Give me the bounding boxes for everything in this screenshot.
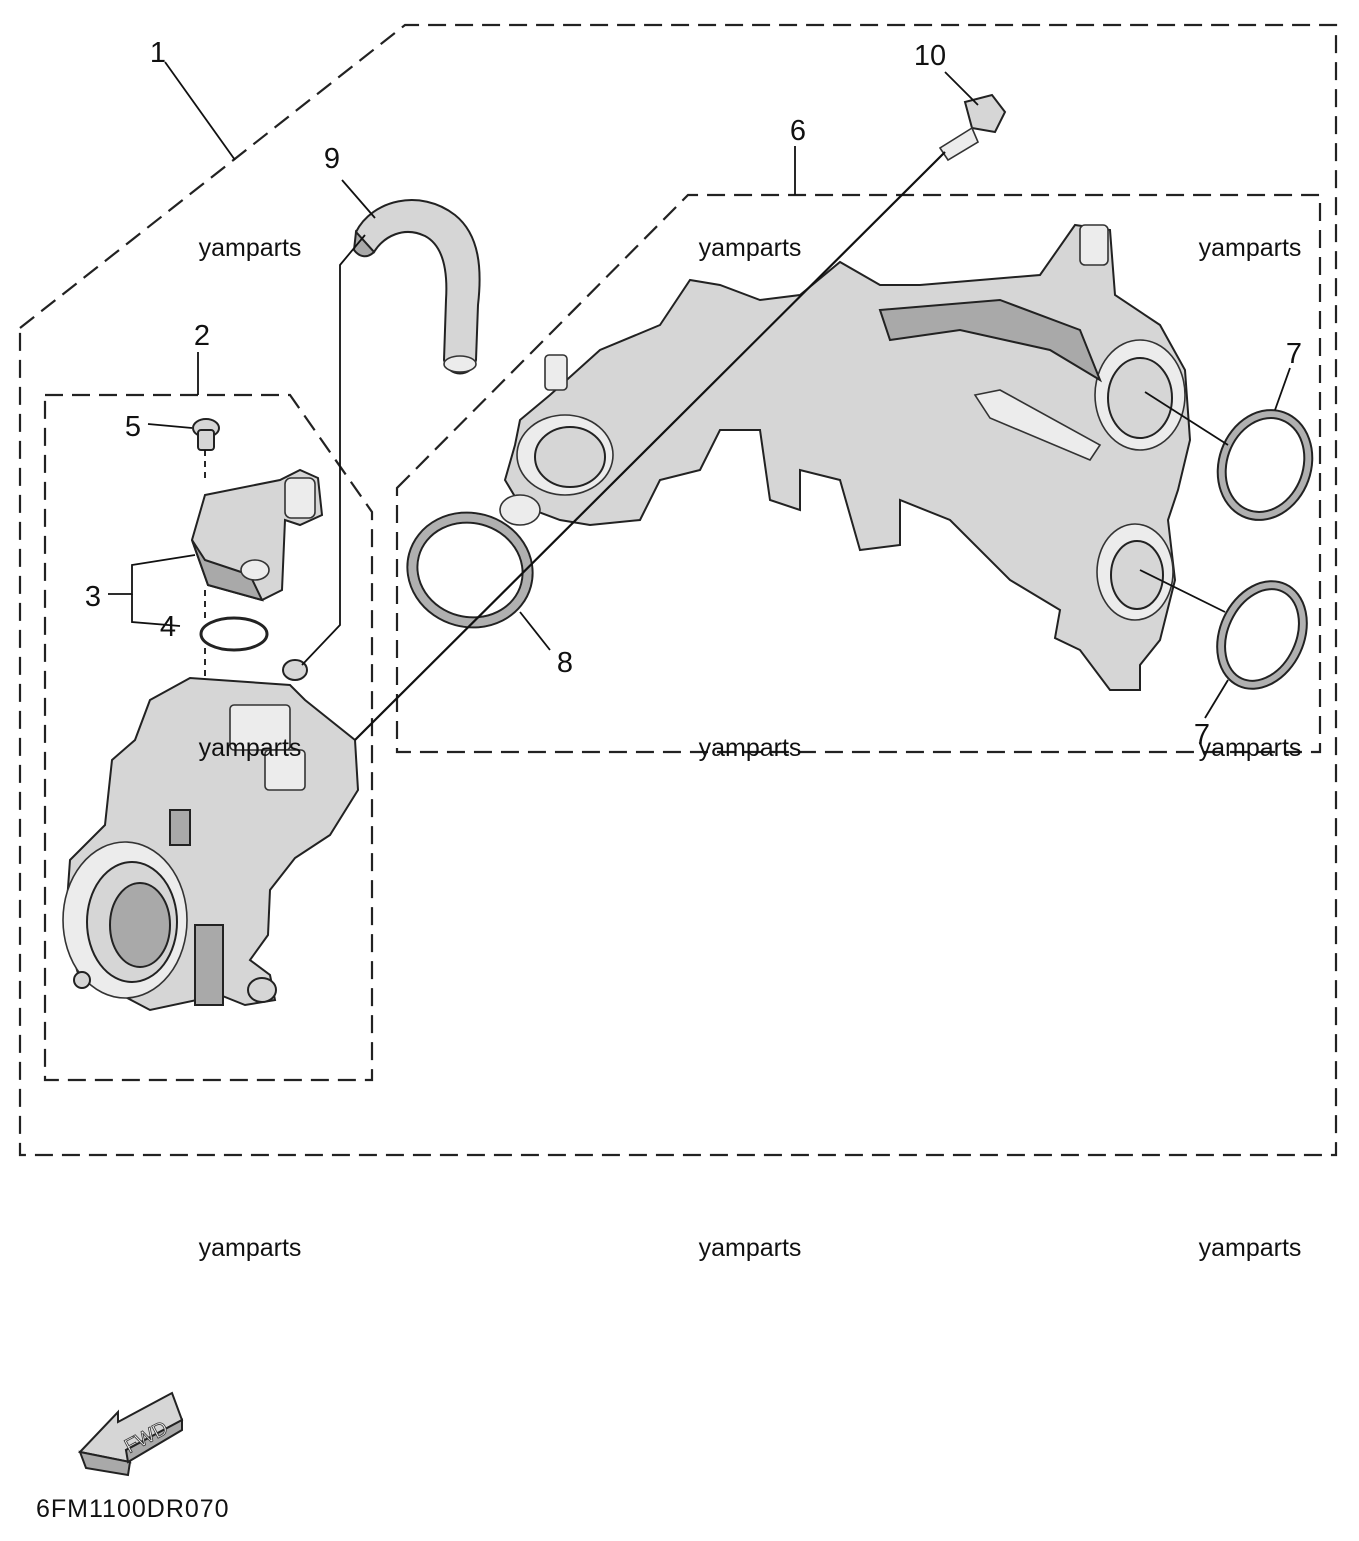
callout-10: 10: [914, 40, 946, 72]
watermark: yamparts: [699, 734, 802, 762]
assembly-1-boundary: [18, 23, 1338, 1157]
callout-6: 6: [790, 115, 806, 147]
leader-lines: [108, 61, 1291, 741]
screw-part-5: [192, 418, 220, 451]
watermark: yamparts: [1199, 234, 1302, 262]
bolt-part-10: [938, 93, 1007, 162]
callout-2: 2: [194, 320, 210, 352]
assembly-6-boundary: [395, 193, 1322, 754]
assembly-2-boundary: [43, 393, 374, 1082]
callout-5: 5: [125, 411, 141, 443]
o-ring-part-4: [199, 616, 269, 652]
watermarks: yamparts yamparts yamparts yamparts yamp…: [199, 234, 1302, 1262]
callout-7-lower: 7: [1194, 719, 1210, 751]
ring-part-7-upper: [1216, 409, 1314, 521]
ring-part-7-lower: [1216, 580, 1308, 690]
watermark: yamparts: [1199, 1234, 1302, 1262]
watermark: yamparts: [699, 234, 802, 262]
callout-9: 9: [324, 143, 340, 175]
hose-part-9: [352, 199, 481, 375]
watermark: yamparts: [1199, 734, 1302, 762]
callout-3: 3: [85, 581, 101, 613]
callout-7-upper: 7: [1286, 338, 1302, 370]
watermark: yamparts: [199, 734, 302, 762]
sensor-part-3: [190, 468, 324, 602]
forward-direction-arrow: FWD: [78, 1391, 184, 1477]
diagram-code: 6FM1100DR070: [36, 1495, 230, 1523]
watermark: yamparts: [199, 1234, 302, 1262]
callout-8: 8: [557, 647, 573, 679]
watermark: yamparts: [199, 234, 302, 262]
ring-part-8: [406, 511, 534, 629]
intake-manifold-part-6: [499, 223, 1192, 691]
throttle-body: [62, 659, 360, 1012]
watermark: yamparts: [699, 1234, 802, 1262]
callout-4: 4: [160, 611, 176, 643]
callout-1: 1: [150, 37, 166, 69]
